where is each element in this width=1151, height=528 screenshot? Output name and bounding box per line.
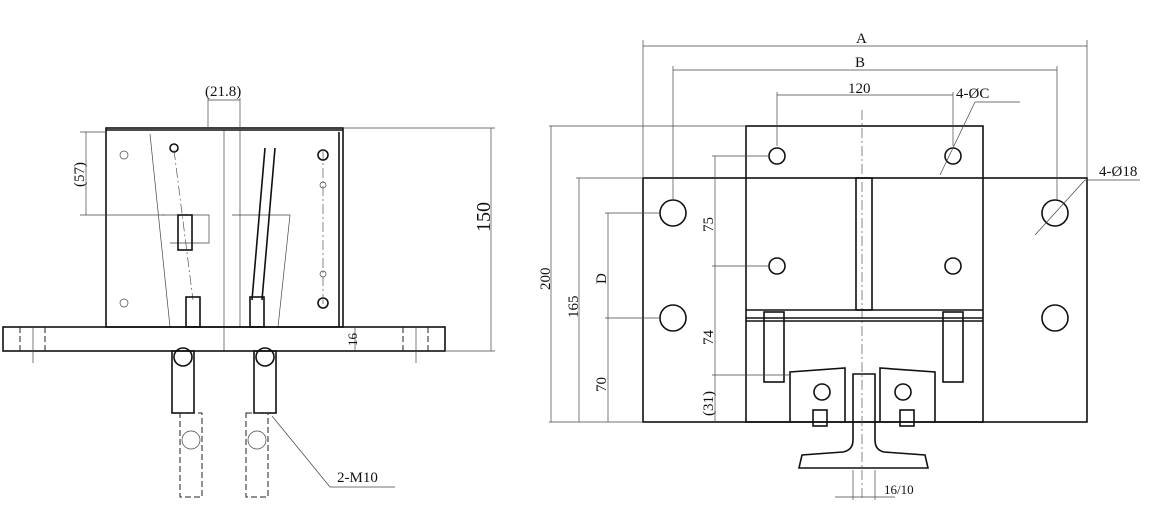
base-flange: [2, 326, 446, 352]
dim-31-label: (31): [701, 391, 717, 416]
side-view: (21.8) (57) 150 16 2-M10: [2, 84, 495, 498]
side-plate: [105, 127, 344, 328]
hole-icon: [119, 150, 129, 160]
guide-rail: [797, 373, 930, 469]
bolt-right: [245, 347, 277, 498]
dim-total-height-label: 200: [538, 268, 554, 291]
bolt-callout-label: 2-M10: [337, 470, 378, 486]
front-view: A B 120 4-ØC 4-Ø18 200 165 D 70 75 74 (3…: [538, 31, 1140, 500]
dim-a-label: A: [856, 31, 867, 47]
dim-74-label: 74: [701, 330, 717, 346]
dim-70-label: 70: [594, 377, 610, 392]
dim-75-label: 75: [701, 217, 717, 232]
dim-b-label: B: [855, 55, 865, 71]
hole-icon: [119, 298, 129, 308]
dim-ref-height-label: (57): [72, 162, 88, 187]
large-holes-label: 4-Ø18: [1099, 164, 1137, 180]
slot: [855, 177, 873, 311]
bolt-left: [171, 347, 203, 498]
large-holes: [659, 199, 1069, 332]
rail-size-label: 16/10: [884, 482, 914, 497]
center-plate: [745, 125, 984, 423]
dim-hole-spacing-label: 120: [848, 81, 871, 97]
small-holes: [768, 147, 962, 275]
dim-height-label: 150: [473, 202, 495, 232]
small-holes-label: 4-ØC: [956, 86, 989, 102]
dim-gap-label: (21.8): [205, 84, 241, 100]
dim-plate-height-label: 165: [566, 296, 582, 319]
mounting-plate: [642, 177, 1088, 423]
dim-d-label: D: [594, 273, 610, 284]
dim-base-thickness-label: 16: [345, 333, 360, 347]
